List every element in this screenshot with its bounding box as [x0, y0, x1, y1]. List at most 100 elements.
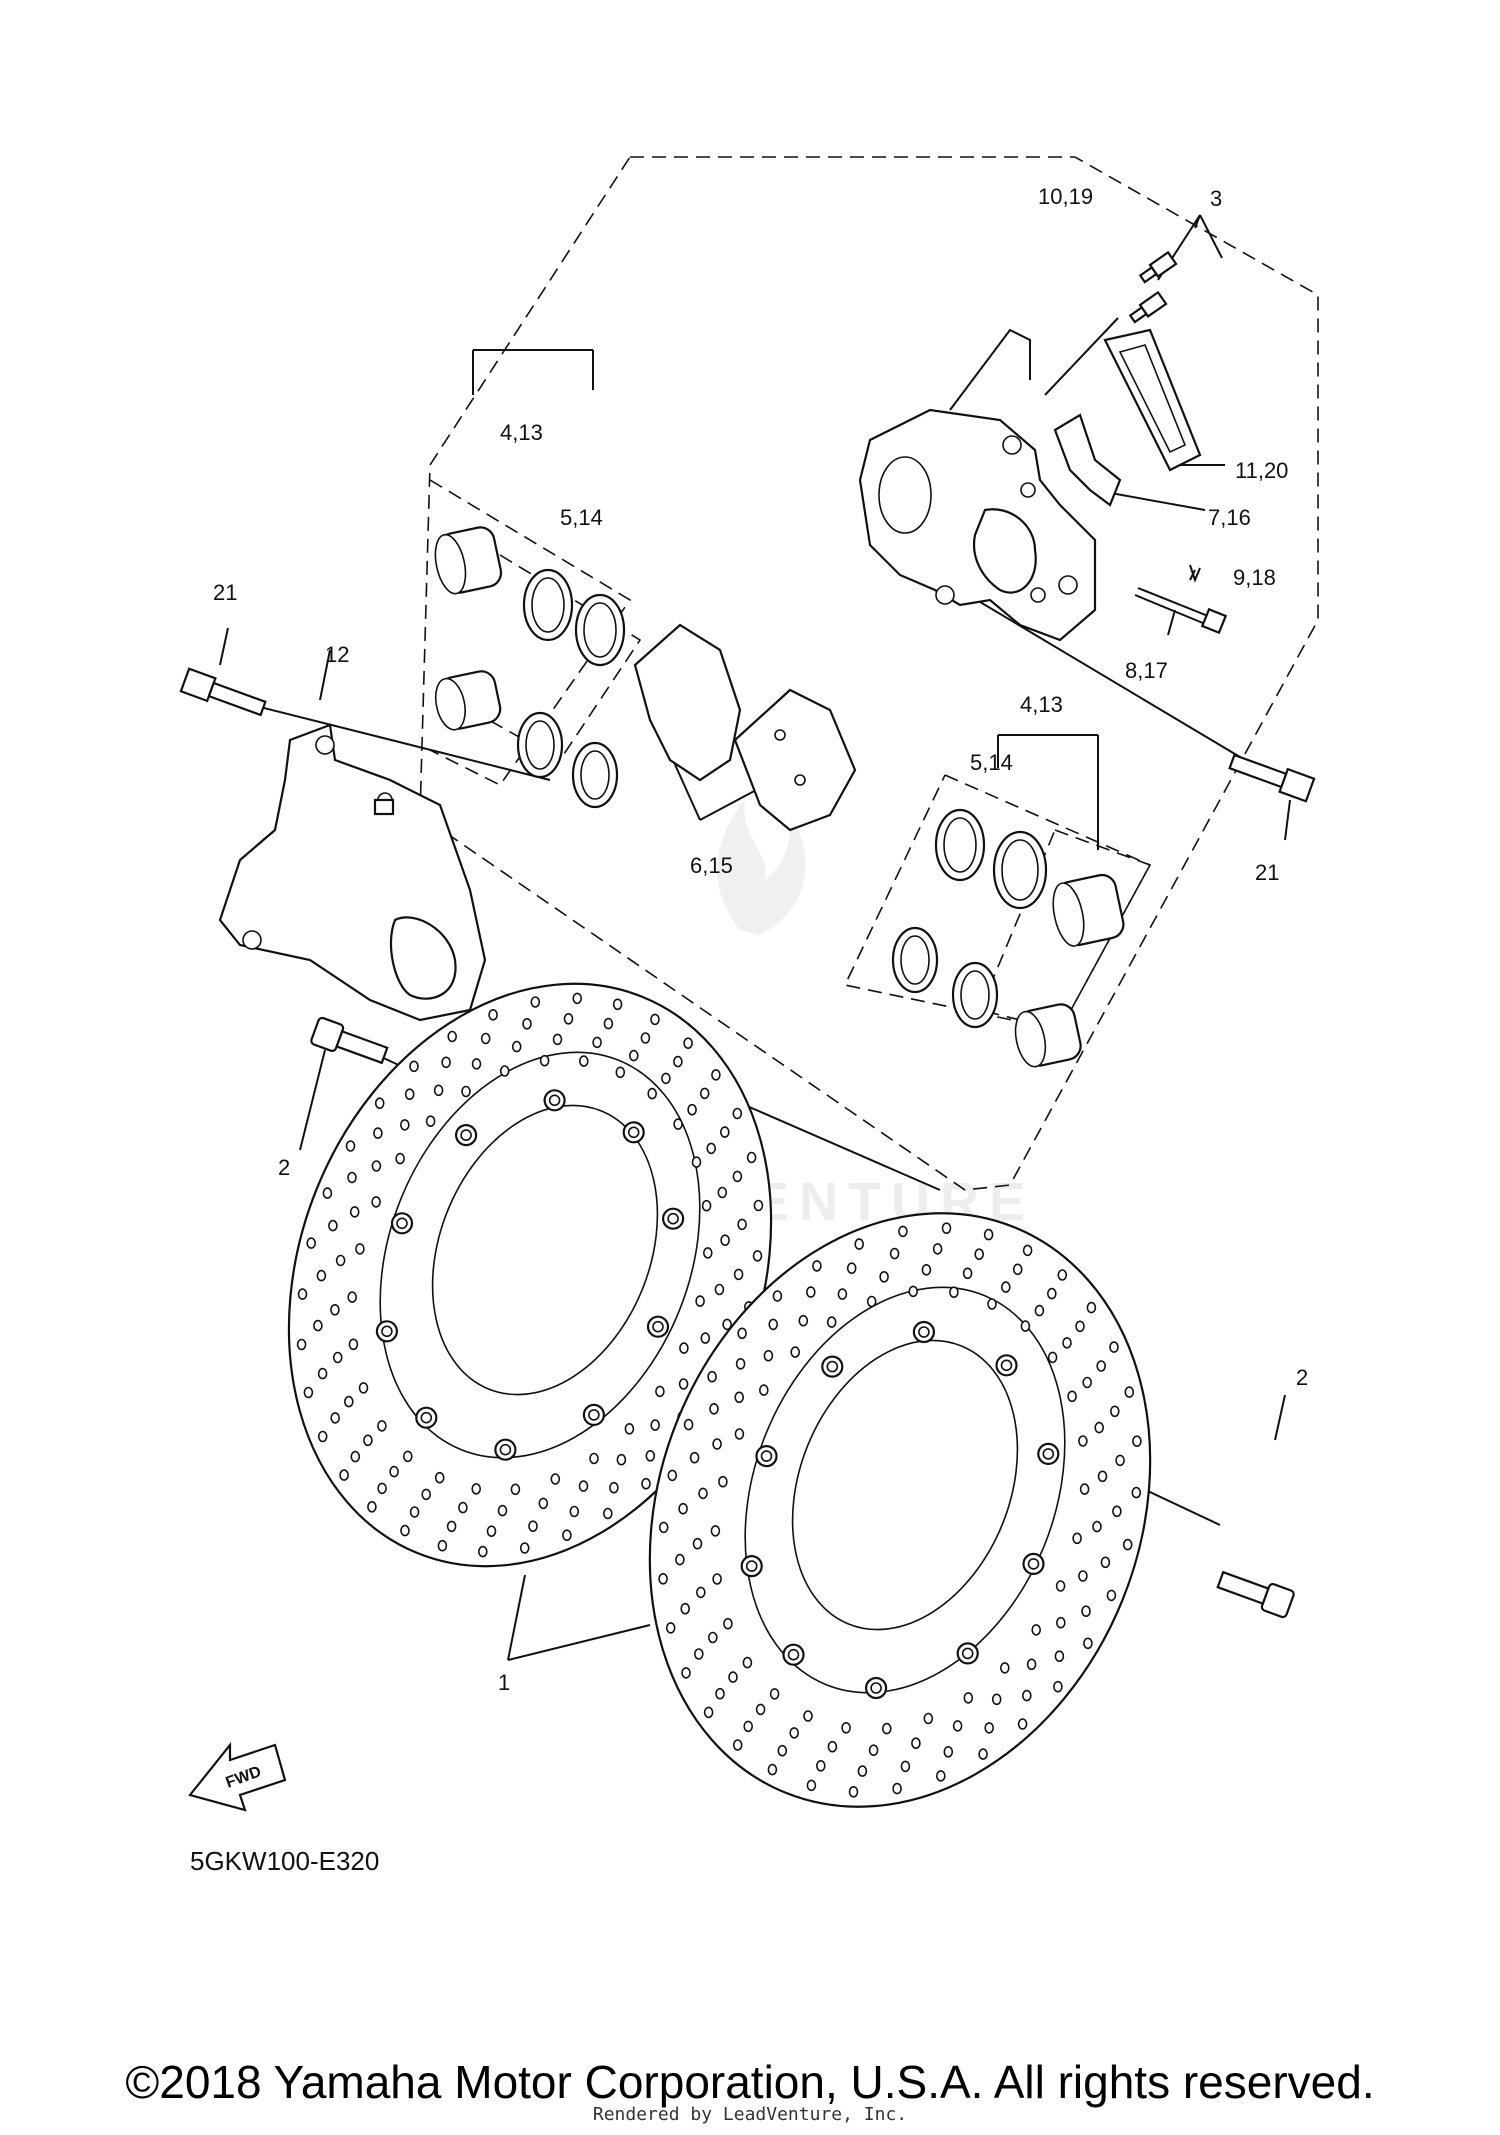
drill-hole — [616, 1453, 627, 1466]
drill-hole — [826, 1316, 837, 1328]
drill-hole — [602, 1507, 613, 1520]
leader-lines — [219, 214, 1291, 1661]
drill-hole — [709, 1403, 719, 1415]
drill-hole — [752, 1250, 763, 1262]
drill-hole — [1017, 1718, 1028, 1730]
drill-hole — [609, 1481, 619, 1494]
callout-4-13-right: 4,13 — [1020, 692, 1063, 717]
drill-hole — [769, 1688, 780, 1700]
drill-hole — [603, 1017, 614, 1030]
drill-hole — [552, 1033, 563, 1046]
drill-hole — [1094, 1421, 1104, 1434]
floating-button-center — [787, 1648, 800, 1661]
rendered-by-credit: Rendered by LeadVenture, Inc. — [592, 2104, 908, 2125]
drill-hole — [1034, 1304, 1045, 1317]
drill-hole — [1112, 1505, 1122, 1518]
drill-hole — [735, 1358, 746, 1370]
callout-8-17: 8,17 — [1125, 658, 1168, 683]
drill-hole — [645, 1450, 656, 1462]
drill-hole — [486, 1525, 497, 1537]
drill-hole — [1053, 1680, 1063, 1693]
drill-hole — [827, 1740, 838, 1753]
brake-disc-left — [287, 982, 773, 1568]
drill-hole — [655, 1385, 665, 1398]
drill-hole — [404, 1088, 415, 1100]
drill-hole — [767, 1763, 778, 1776]
drill-hole — [425, 1115, 436, 1127]
drill-hole — [371, 1160, 382, 1172]
drill-hole — [640, 1032, 651, 1044]
drill-hole — [991, 1693, 1002, 1706]
drill-hole — [1092, 1520, 1102, 1533]
drill-hole — [941, 1222, 952, 1234]
drill-hole — [665, 1622, 676, 1634]
drill-hole — [777, 1744, 788, 1757]
drill-hole — [868, 1744, 879, 1756]
drill-hole — [363, 1434, 373, 1447]
drill-hole — [679, 1342, 689, 1354]
callout-5-14-left: 5,14 — [560, 505, 603, 530]
floating-button-center — [1042, 1448, 1055, 1460]
drill-hole — [984, 1722, 995, 1734]
copyright-notice: ©2018 Yamaha Motor Corporation, U.S.A. A… — [125, 2056, 1375, 2108]
drill-hole — [374, 1097, 385, 1109]
drill-hole — [889, 1247, 900, 1260]
drill-hole — [707, 1631, 718, 1644]
drill-hole — [798, 1314, 809, 1327]
callout-7-16: 7,16 — [1208, 505, 1251, 530]
drill-hole — [447, 1030, 458, 1043]
drill-hole — [908, 1285, 919, 1298]
floating-button-center — [760, 1450, 773, 1462]
floating-button-center — [918, 1326, 930, 1338]
drill-hole — [1122, 1538, 1133, 1551]
drill-hole — [550, 1473, 561, 1485]
drill-hole — [658, 1521, 669, 1534]
drill-hole — [373, 1127, 383, 1139]
diagram-code: 5GKW100-E320 — [190, 1846, 379, 1876]
drill-hole — [647, 1087, 658, 1100]
drill-hole — [712, 1438, 722, 1450]
drill-hole — [371, 1196, 381, 1208]
drill-hole — [471, 1483, 482, 1495]
drill-hole — [734, 1391, 745, 1404]
floating-button-center — [460, 1129, 472, 1141]
drill-hole — [1110, 1405, 1120, 1418]
drill-hole — [488, 1008, 498, 1021]
drill-hole — [1062, 1337, 1072, 1349]
drill-hole — [343, 1395, 354, 1408]
drill-hole — [701, 1199, 712, 1212]
drill-hole — [734, 1428, 745, 1440]
floating-button-center — [1000, 1359, 1013, 1372]
drill-hole — [746, 1151, 757, 1164]
drill-hole — [1056, 1616, 1066, 1629]
drill-hole — [441, 1056, 451, 1069]
drill-hole — [528, 1520, 538, 1532]
drill-hole — [1057, 1269, 1068, 1281]
drill-hole — [297, 1288, 308, 1300]
drill-hole — [377, 1420, 387, 1432]
callout-11-20: 11,20 — [1235, 458, 1288, 483]
drill-hole — [667, 1469, 678, 1482]
drill-hole — [306, 1237, 317, 1249]
drill-hole — [395, 1152, 405, 1165]
floating-button-center — [667, 1212, 679, 1225]
drill-hole — [1031, 1624, 1041, 1636]
floating-button-center — [499, 1443, 512, 1456]
floating-button-center — [396, 1217, 408, 1230]
brake-disc-right — [648, 1212, 1152, 1808]
floating-button-center — [870, 1682, 882, 1694]
drill-hole — [458, 1501, 468, 1514]
drill-hole — [932, 1243, 943, 1255]
drill-hole — [1132, 1435, 1142, 1447]
drill-hole — [446, 1520, 457, 1533]
drill-hole — [1026, 1658, 1037, 1671]
drill-hole — [330, 1304, 340, 1316]
drill-hole — [497, 1504, 508, 1517]
drill-hole — [1106, 1589, 1117, 1602]
drill-hole — [589, 1452, 599, 1465]
drill-hole — [695, 1295, 705, 1307]
drill-hole — [689, 1451, 700, 1464]
callout-3: 3 — [1210, 186, 1222, 211]
drill-hole — [923, 1712, 934, 1725]
callout-2-right: 2 — [1296, 1365, 1308, 1390]
